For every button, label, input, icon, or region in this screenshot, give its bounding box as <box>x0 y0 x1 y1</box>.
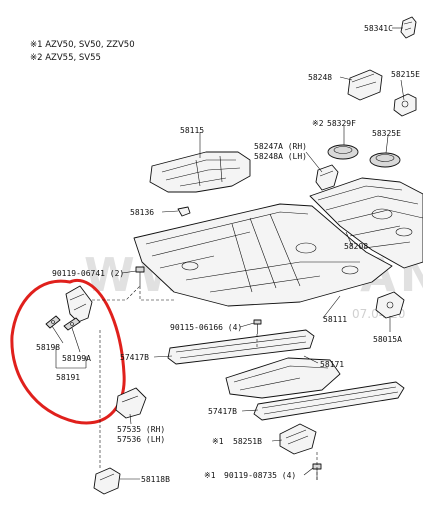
label-58341C[interactable]: 58341C <box>364 24 393 33</box>
part-57417B-rear-shape <box>225 357 341 399</box>
label-57536[interactable]: 57536 (LH) <box>117 435 165 444</box>
label-57417B-a[interactable]: 57417B <box>120 353 149 362</box>
part-58191-shape <box>65 285 93 323</box>
label-90119-06741[interactable]: 90119-06741 (2) <box>52 269 124 278</box>
part-90119-06741-shape <box>135 266 145 286</box>
part-58329F-shape <box>327 144 359 160</box>
label-58329F[interactable]: 58329F <box>327 119 356 128</box>
part-90115-06166-shape <box>253 319 262 334</box>
label-58325E[interactable]: 58325E <box>372 129 401 138</box>
part-58136-shape <box>177 206 191 217</box>
part-58208-shape <box>309 177 423 269</box>
label-58248A[interactable]: 58248A (LH) <box>254 152 307 161</box>
part-58171-shape <box>167 329 315 365</box>
part-58115-shape <box>149 151 251 193</box>
part-58248-shape <box>347 69 383 101</box>
label-58251B-mark: ※1 <box>212 437 224 446</box>
part-58199A-shape <box>63 317 81 331</box>
part-58198-shape <box>45 315 61 329</box>
label-58247A[interactable]: 58247A (RH) <box>254 142 307 151</box>
label-58248[interactable]: 58248 <box>308 73 332 82</box>
label-58329F-mark: ※2 <box>312 119 324 128</box>
part-57535-shape <box>115 387 147 419</box>
label-58191[interactable]: 58191 <box>56 373 80 382</box>
part-58015A-shape <box>375 291 405 319</box>
part-58325E-shape <box>369 152 401 168</box>
label-58215E[interactable]: 58215E <box>391 70 420 79</box>
part-58118B-shape <box>93 467 121 495</box>
label-58251B[interactable]: 58251B <box>233 437 262 446</box>
part-58111-shape <box>133 203 393 307</box>
part-57417B-lower-shape <box>253 381 405 421</box>
label-58136[interactable]: 58136 <box>130 208 154 217</box>
label-58198[interactable]: 58198 <box>36 343 60 352</box>
label-90119-08735[interactable]: 90119-08735 (4) <box>224 471 296 480</box>
label-57417B-b[interactable]: 57417B <box>208 407 237 416</box>
label-58118B[interactable]: 58118B <box>141 475 170 484</box>
part-58215E-shape <box>393 93 417 117</box>
label-58199A[interactable]: 58199A <box>62 354 91 363</box>
label-58111[interactable]: 58111 <box>323 315 347 324</box>
leader-lines <box>51 27 405 480</box>
assembly-dashes <box>92 285 318 480</box>
label-58115[interactable]: 58115 <box>180 126 204 135</box>
label-58015A[interactable]: 58015A <box>373 335 402 344</box>
note-1: ※1 AZV50, SV50, ZZV50 <box>30 40 135 50</box>
part-58251B-shape <box>279 423 317 455</box>
highlight-circle <box>10 278 126 425</box>
label-90115-06166[interactable]: 90115-06166 (4) <box>170 323 242 332</box>
note-2: ※2 AZV55, SV55 <box>30 53 101 63</box>
label-58208[interactable]: 58208 <box>344 242 368 251</box>
label-58171[interactable]: 58171 <box>320 360 344 369</box>
part-58341C-shape <box>400 16 417 39</box>
label-90119-08735-mark: ※1 <box>204 471 216 480</box>
label-57535[interactable]: 57535 (RH) <box>117 425 165 434</box>
